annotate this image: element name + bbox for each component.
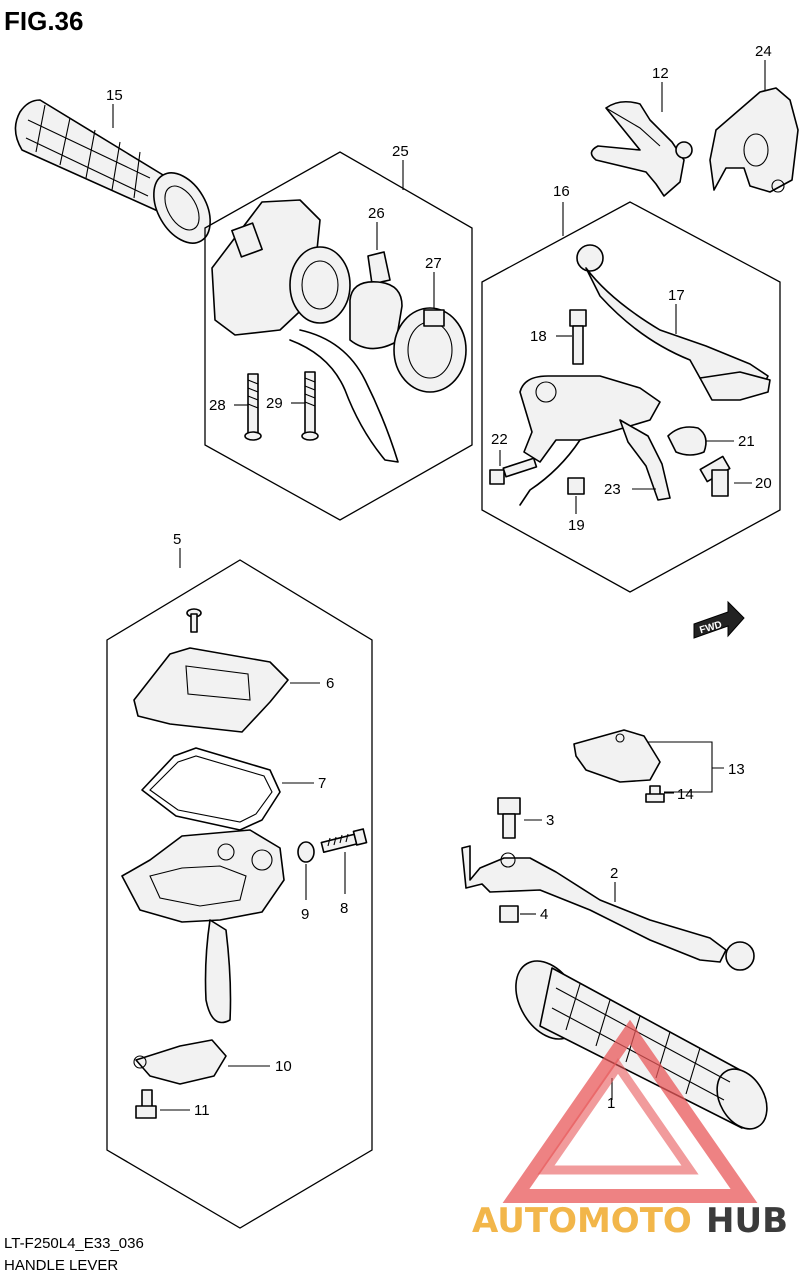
callout-21: 21 (738, 433, 755, 450)
callout-1: 1 (607, 1095, 615, 1112)
nut-part19 (567, 477, 585, 495)
callout-12: 12 (652, 65, 669, 82)
screw-part8 (320, 828, 368, 854)
callout-27: 27 (425, 255, 442, 272)
housing-part5 (121, 829, 285, 1024)
cover-part10 (133, 1039, 227, 1085)
callout-17: 17 (668, 287, 685, 304)
switch-part13 (573, 729, 661, 783)
callout-7: 7 (318, 775, 326, 792)
brand-watermark: AUTOMOTO HUB (472, 1019, 788, 1241)
callout-2: 2 (610, 865, 618, 882)
gasket-part7 (141, 747, 281, 831)
callout-4: 4 (540, 906, 548, 923)
forward-direction-badge: FWD (693, 600, 745, 639)
screw-part11 (135, 1089, 157, 1119)
callout-26: 26 (368, 205, 385, 222)
callout-29: 29 (266, 395, 283, 412)
figure-title: FIG.36 (4, 6, 83, 36)
switch-part20 (699, 455, 731, 497)
group-box-16 (481, 201, 781, 593)
group-box-5 (106, 559, 373, 1229)
callout-20: 20 (755, 475, 772, 492)
callout-14: 14 (677, 786, 694, 803)
callout-23: 23 (604, 481, 621, 498)
callout-10: 10 (275, 1058, 292, 1075)
nut-part9 (297, 841, 315, 863)
grip-left-part15 (14, 99, 211, 244)
cover-part24 (709, 87, 799, 193)
callout-6: 6 (326, 675, 334, 692)
cover-part6 (133, 647, 289, 733)
callout-22: 22 (491, 431, 508, 448)
screw-part28 (244, 373, 262, 441)
watermark-text-part1: AUTOMOTO (472, 1201, 692, 1241)
callout-9: 9 (301, 906, 309, 923)
clamp-ring-part27 (393, 307, 467, 393)
watermark-text-part2: HUB (706, 1201, 788, 1241)
callout-25: 25 (392, 143, 409, 160)
callout-13: 13 (728, 761, 745, 778)
callout-5: 5 (173, 531, 181, 548)
master-cylinder-body (519, 375, 671, 506)
callout-19: 19 (568, 517, 585, 534)
bracket-part12 (590, 100, 693, 197)
callout-24: 24 (755, 43, 772, 60)
bolt-part18 (569, 309, 587, 365)
lever-part17 (576, 244, 771, 401)
screw-part14 (645, 785, 665, 803)
callout-3: 3 (546, 812, 554, 829)
switch-housing-part25 (211, 199, 399, 463)
lever-part2 (461, 845, 755, 971)
bolt-part3 (497, 797, 521, 839)
callout-11: 11 (194, 1102, 210, 1119)
nut-part4 (499, 905, 519, 923)
callout-18: 18 (530, 328, 547, 345)
callout-28: 28 (209, 397, 226, 414)
bolt-part22 (489, 457, 538, 485)
callout-16: 16 (553, 183, 570, 200)
model-code: LT-F250L4_E33_036 (4, 1235, 144, 1252)
diagram-caption: HANDLE LEVER (4, 1257, 118, 1274)
screw-small-top (186, 608, 202, 633)
group-box-25 (204, 151, 473, 521)
boot-part21 (667, 426, 707, 456)
screw-part29 (301, 371, 319, 441)
callout-8: 8 (340, 900, 348, 917)
callout-15: 15 (106, 87, 123, 104)
switch-knob-part26 (349, 251, 403, 350)
